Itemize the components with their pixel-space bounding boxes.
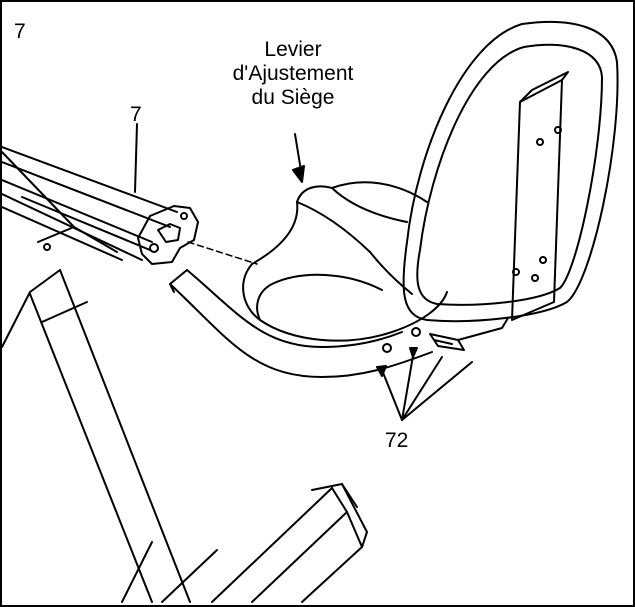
seat-back xyxy=(402,20,619,323)
part-72-callout: 72 xyxy=(385,429,409,452)
seat-adjustment-lever xyxy=(429,317,509,351)
support-legs xyxy=(2,269,191,603)
seat-frame-tube xyxy=(169,269,433,378)
part-7-callout: 7 xyxy=(130,103,142,126)
alignment-line xyxy=(187,241,258,265)
frame-rail xyxy=(2,146,178,261)
callout-line: d'Ajustement xyxy=(232,62,354,85)
seat-cushion xyxy=(242,181,448,342)
callout-line: Levier xyxy=(264,38,322,61)
bolt-holes xyxy=(382,327,421,353)
callout-leaders xyxy=(134,123,473,421)
seat-adjustment-lever-callout: Levier d'Ajustement du Siège xyxy=(208,38,378,110)
stabilizer-foot xyxy=(161,483,368,603)
rail-end-profile xyxy=(137,205,199,265)
callout-line: du Siège xyxy=(251,86,335,109)
step-number: 7 xyxy=(14,20,26,43)
